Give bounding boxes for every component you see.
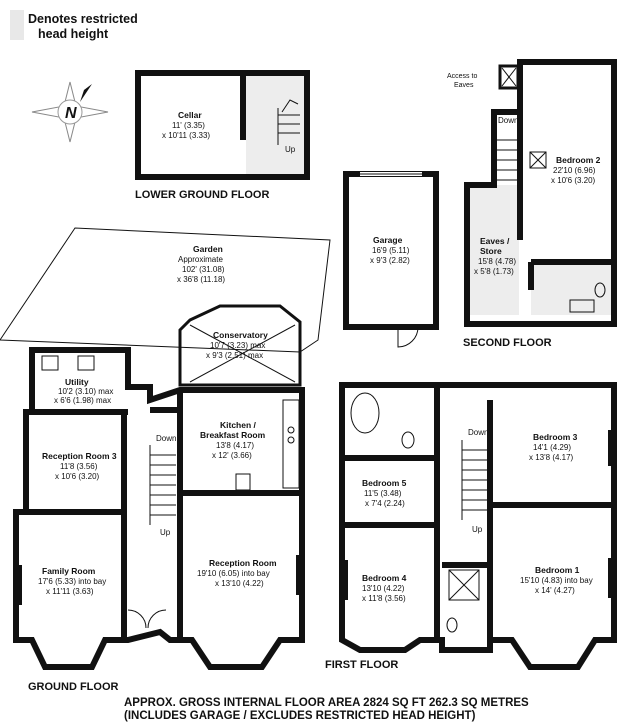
conservatory-dim2: x 9'3 (2.51) max (206, 351, 263, 360)
legend: Denotes restricted head height (10, 10, 138, 41)
garage-dim2: x 9'3 (2.82) (370, 256, 410, 265)
bedroom1-dim2: x 14' (4.27) (535, 586, 575, 595)
reception-name: Reception Room (209, 558, 277, 568)
eaves-store-line2: Store (480, 246, 502, 256)
garden-dim1: Approximate (178, 255, 223, 264)
garage-name: Garage (373, 235, 403, 245)
reception-dim2: x 13'10 (4.22) (215, 579, 264, 588)
bedroom2-dim2: x 10'6 (3.20) (551, 176, 596, 185)
first-floor: Down Up Bedroom 3 14'1 (4.29) x 13'8 (4.… (325, 382, 617, 671)
restricted-swatch (10, 10, 24, 40)
legend-line2: head height (38, 27, 109, 41)
family-dim1: 17'6 (5.33) into bay (38, 577, 106, 586)
reception3-dim1: 11'8 (3.56) (60, 462, 98, 471)
reception3-name: Reception Room 3 (42, 451, 117, 461)
bedroom4-dim2: x 11'8 (3.56) (362, 594, 406, 603)
bedroom3-name: Bedroom 3 (533, 432, 578, 442)
cellar-name: Cellar (178, 110, 202, 120)
ground-floor: Conservatory 10'7 (3.23) max x 9'3 (2.51… (13, 304, 305, 693)
footer-area: APPROX. GROSS INTERNAL FLOOR AREA 2824 S… (124, 697, 529, 709)
reception3-dim2: x 10'6 (3.20) (55, 472, 100, 481)
eaves-store-dim1: 15'8 (4.78) (478, 257, 516, 266)
kitchen-dim1: 13'8 (4.17) (216, 441, 254, 450)
conservatory-name: Conservatory (213, 330, 268, 340)
floor-label-ground: GROUND FLOOR (28, 681, 118, 693)
footer-note: (INCLUDES GARAGE / EXCLUDES RESTRICTED H… (124, 710, 476, 722)
garden-name: Garden (193, 244, 223, 254)
kitchen-line2: Breakfast Room (200, 430, 266, 440)
family-dim2: x 11'11 (3.63) (46, 587, 94, 596)
reception-dim1: 19'10 (6.05) into bay (197, 569, 270, 578)
utility-name: Utility (65, 377, 89, 387)
access-eaves-line1: Access to (447, 73, 477, 80)
garden: Garden Approximate 102' (31.08) x 36'8 (… (0, 227, 331, 353)
bedroom3-dim1: 14'1 (4.29) (533, 443, 571, 452)
utility-dim2: x 6'6 (1.98) max (54, 396, 111, 405)
garage: Garage 16'9 (5.11) x 9'3 (2.82) (343, 171, 439, 348)
bedroom1-dim1: 15'10 (4.83) into bay (520, 576, 593, 585)
garden-dim3: x 36'8 (11.18) (177, 275, 225, 284)
compass-icon: N (31, 81, 109, 143)
utility-dim1: 10'2 (3.10) max (58, 387, 113, 396)
bedroom3-dim2: x 13'8 (4.17) (529, 453, 574, 462)
bedroom5-dim1: 11'5 (3.48) (364, 489, 402, 498)
cellar-up-label: Up (285, 145, 296, 154)
legend-line1: Denotes restricted (28, 12, 138, 26)
first-up-label: Up (472, 525, 483, 534)
family-name: Family Room (42, 566, 96, 576)
second-down-label: Down (498, 116, 518, 125)
cellar-dim1: 11' (3.35) (172, 121, 205, 130)
lower-ground-floor: Up Cellar 11' (3.35) x 10'11 (3.33) LOWE… (135, 70, 310, 201)
garage-dim1: 16'9 (5.11) (372, 246, 410, 255)
first-down-label: Down (468, 428, 488, 437)
bedroom5-dim2: x 7'4 (2.24) (365, 499, 405, 508)
kitchen-line1: Kitchen / (220, 420, 257, 430)
eaves-store-dim2: x 5'8 (1.73) (474, 267, 514, 276)
cellar-dim2: x 10'11 (3.33) (162, 131, 210, 140)
ground-down-label: Down (156, 434, 176, 443)
bedroom5-name: Bedroom 5 (362, 478, 407, 488)
kitchen-dim2: x 12' (3.66) (212, 451, 252, 460)
bedroom2-dim1: 22'10 (6.96) (553, 166, 596, 175)
floor-label-second: SECOND FLOOR (463, 337, 552, 349)
floor-label-lower-ground: LOWER GROUND FLOOR (135, 189, 269, 201)
second-floor: Access to Eaves Down Bedroom 2 22'10 (6.… (447, 59, 617, 349)
eaves-store-line1: Eaves / (480, 236, 510, 246)
ground-up-label: Up (160, 528, 171, 537)
garden-dim2: 102' (31.08) (182, 265, 225, 274)
bedroom4-dim1: 13'10 (4.22) (362, 584, 405, 593)
bedroom1-name: Bedroom 1 (535, 565, 580, 575)
conservatory-dim1: 10'7 (3.23) max (210, 341, 265, 350)
bedroom4-name: Bedroom 4 (362, 573, 407, 583)
compass-letter: N (65, 105, 77, 122)
floor-label-first: FIRST FLOOR (325, 659, 398, 671)
access-eaves-line2: Eaves (454, 82, 474, 89)
bedroom2-name: Bedroom 2 (556, 155, 601, 165)
